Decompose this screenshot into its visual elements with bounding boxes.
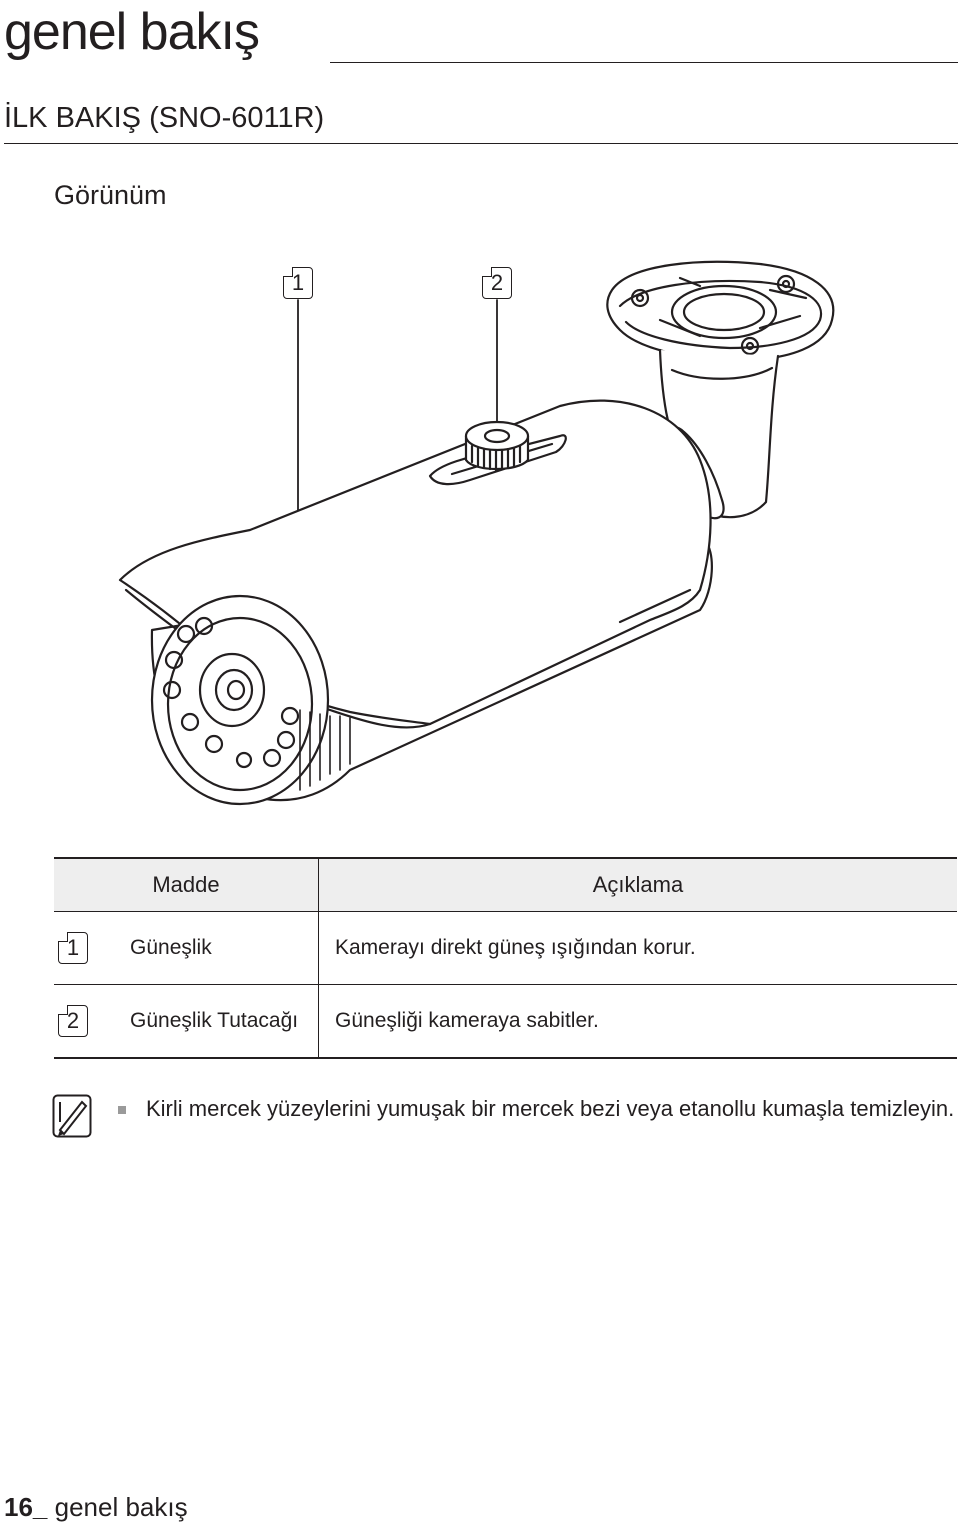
description-cell: Kamerayı direkt güneş ışığından korur. (335, 936, 696, 959)
callout-1: 1 (283, 267, 313, 299)
header-item: Madde (54, 859, 319, 911)
note-pencil-icon (52, 1094, 92, 1138)
parts-table: Madde Açıklama 1 Güneşlik Kamerayı direk… (54, 857, 957, 1059)
item-label: Güneşlik Tutacağı (130, 1009, 299, 1032)
callout-2: 2 (482, 267, 512, 299)
chapter-rule (330, 62, 958, 63)
bullet-square (118, 1106, 126, 1114)
item-number: 2 (58, 1005, 88, 1037)
table-header: Madde Açıklama (54, 859, 957, 912)
camera-illustration: 1 2 (0, 250, 960, 810)
note-block: Kirli mercek yüzeylerini yumuşak bir mer… (52, 1094, 955, 1140)
section-title: İLK BAKIŞ (SNO-6011R) (4, 102, 325, 134)
camera-body (118, 399, 713, 806)
item-cell: 2 Güneşlik Tutacağı (54, 985, 319, 1057)
page-footer: 16_ genel bakış (4, 1490, 188, 1524)
item-label: Güneşlik (130, 936, 212, 959)
sunshade-screw (464, 420, 530, 472)
item-cell: 1 Güneşlik (54, 912, 319, 984)
lens-assembly (150, 594, 330, 806)
section-rule (4, 143, 958, 144)
table-row: 1 Güneşlik Kamerayı direkt güneş ışığınd… (54, 912, 957, 984)
chapter-title: genel bakış (4, 3, 260, 61)
note-text: Kirli mercek yüzeylerini yumuşak bir mer… (146, 1096, 955, 1121)
bullet-camera-drawing (118, 260, 835, 806)
table-row: 2 Güneşlik Tutacağı Güneşliği kameraya s… (54, 984, 957, 1057)
footer-label: genel bakış (54, 1492, 188, 1522)
subsection-title: Görünüm (54, 180, 167, 210)
header-description: Açıklama (592, 872, 684, 897)
item-number: 1 (58, 932, 88, 964)
page-number: 16_ (4, 1492, 48, 1522)
description-cell: Güneşliği kameraya sabitler. (335, 1009, 599, 1032)
